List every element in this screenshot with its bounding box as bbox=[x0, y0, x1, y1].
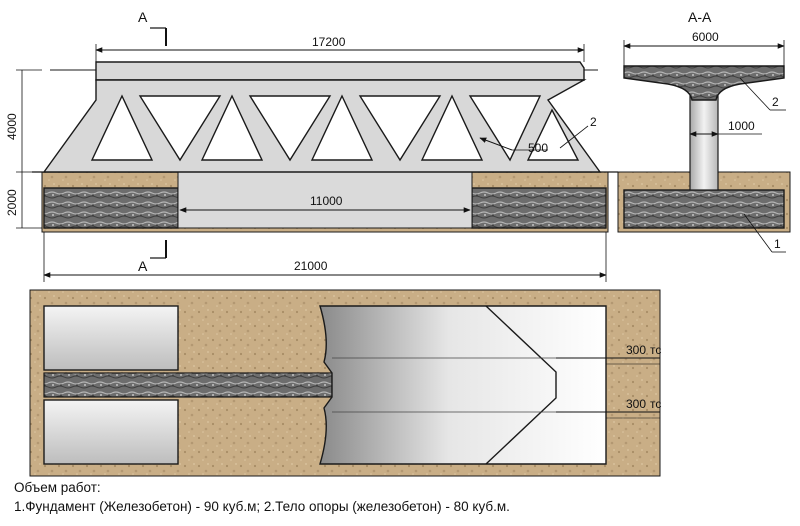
plan-view: 300 тс 300 тс bbox=[29, 289, 661, 477]
dim-member: 500 bbox=[528, 141, 548, 155]
dim-column-width: 1000 bbox=[728, 119, 755, 133]
elevation-dimensions: 17200 11000 21000 4000 2000 А А 500 2 bbox=[5, 9, 607, 282]
dim-height-truss: 4000 bbox=[5, 113, 19, 140]
notes-line: 1.Фундамент (Железобетон) - 90 куб.м; 2.… bbox=[14, 499, 510, 514]
truss-body bbox=[42, 79, 602, 173]
section-mark-top: А bbox=[138, 9, 148, 25]
callout-2-elevation: 2 bbox=[590, 115, 597, 129]
plan-block-top-left bbox=[43, 305, 179, 371]
load-unit-1: тс bbox=[650, 343, 661, 357]
section-title: А-А bbox=[688, 9, 712, 25]
elevation-view bbox=[32, 61, 618, 233]
load-unit-2: тс bbox=[650, 397, 661, 411]
notes-title: Объем работ: bbox=[14, 480, 101, 495]
plan-beam-strip bbox=[43, 372, 333, 398]
dim-height-foundation: 2000 bbox=[5, 189, 19, 216]
foundation-right bbox=[471, 187, 607, 229]
section-column bbox=[689, 87, 719, 191]
base-slab bbox=[177, 171, 473, 229]
section-view: А-А 6000 1000 2 1 bbox=[617, 9, 791, 253]
foundation-left bbox=[43, 187, 179, 229]
dim-section-width: 6000 bbox=[692, 30, 719, 44]
truss-deck bbox=[95, 61, 585, 81]
dim-total-length: 21000 bbox=[294, 259, 328, 273]
callout-2-section: 2 bbox=[772, 95, 779, 109]
dim-span-top: 17200 bbox=[312, 35, 346, 49]
plan-chamfer bbox=[485, 305, 557, 465]
plan-block-bottom-left bbox=[43, 399, 179, 465]
load-value-1: 300 bbox=[626, 343, 646, 357]
callout-1-section: 1 bbox=[774, 237, 781, 251]
dim-span-inner: 11000 bbox=[310, 194, 343, 208]
section-mark-bottom: А bbox=[138, 258, 148, 274]
load-value-2: 300 bbox=[626, 397, 646, 411]
section-foundation bbox=[623, 189, 785, 229]
work-volume-notes: Объем работ: 1.Фундамент (Железобетон) -… bbox=[14, 478, 794, 516]
section-cap bbox=[623, 65, 785, 101]
plan-main-block bbox=[319, 305, 607, 465]
